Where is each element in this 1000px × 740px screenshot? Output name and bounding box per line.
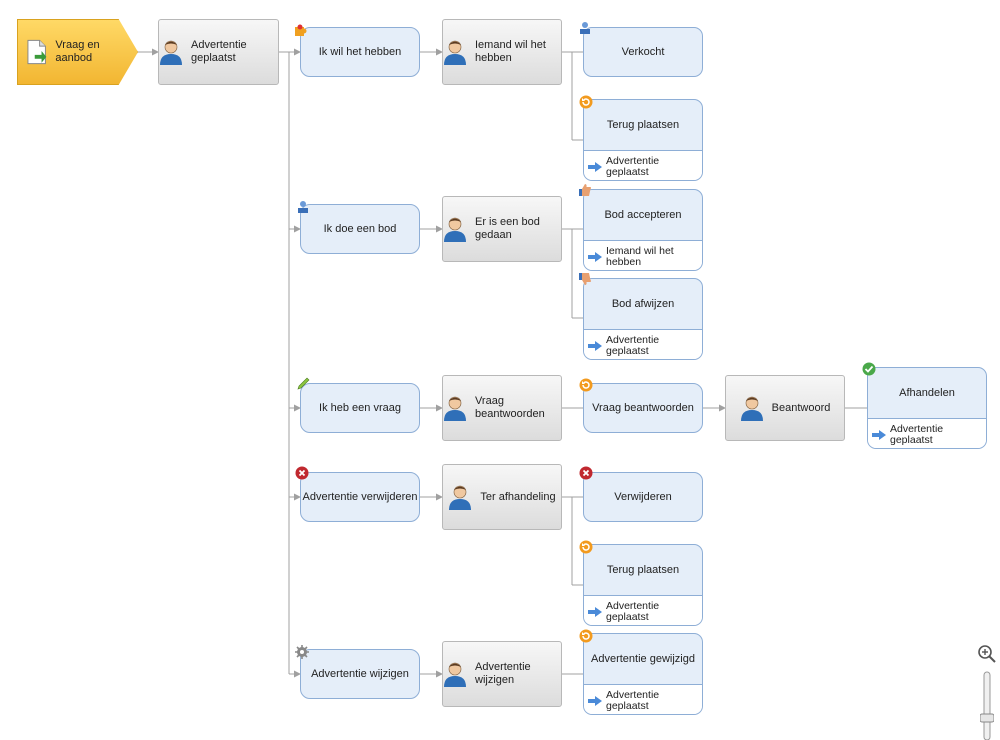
- delete-icon: [579, 466, 593, 480]
- zoom-slider-handle: [980, 713, 994, 723]
- outcome-label: Terug plaatsen: [606, 563, 680, 576]
- outcome-label: Verkocht: [621, 45, 665, 58]
- restore-icon: [579, 95, 593, 109]
- outcome-advertentie-gewijzigd[interactable]: Advertentie gewijzigd Advertentie geplaa…: [583, 633, 703, 715]
- arrow-right-icon: [588, 251, 602, 262]
- outcome-link-label: Advertentie geplaatst: [890, 422, 944, 446]
- outcome-verwijderen[interactable]: Verwijderen: [583, 472, 703, 522]
- thumbs-down-icon: [579, 273, 591, 285]
- person-icon: [740, 396, 763, 421]
- outcome-link-label: Advertentie geplaatst: [606, 154, 660, 178]
- gear-icon: [295, 645, 309, 659]
- outcome-label: Bod accepteren: [604, 208, 682, 221]
- delete-icon: [295, 466, 309, 480]
- choice-label: Ik doe een bod: [323, 222, 397, 235]
- start-node[interactable]: Vraag en aanbod: [17, 19, 138, 85]
- outcome-label: Afhandelen: [899, 386, 955, 399]
- arrow-right-icon: [588, 161, 602, 172]
- task-label: Advertentie geplaatst: [191, 39, 247, 64]
- task-advertentie-wijzigen[interactable]: Advertentie wijzigen: [442, 641, 562, 707]
- outcome-afhandelen[interactable]: Afhandelen Advertentie geplaatst: [867, 367, 987, 449]
- zoom-in-icon[interactable]: [977, 644, 997, 664]
- choice-label: Ik wil het hebben: [318, 45, 402, 58]
- outcome-link-label: Advertentie geplaatst: [606, 688, 660, 712]
- choice-ik-wil-het-hebben[interactable]: Ik wil het hebben: [300, 27, 420, 77]
- start-label: Vraag en aanbod: [55, 39, 100, 64]
- task-label: Beantwoord: [771, 401, 831, 414]
- outcome-link[interactable]: Advertentie geplaatst: [584, 595, 702, 625]
- outcome-link[interactable]: Advertentie geplaatst: [584, 684, 702, 714]
- outcome-label: Advertentie gewijzigd: [591, 652, 695, 665]
- task-advertentie-geplaatst[interactable]: Advertentie geplaatst: [158, 19, 279, 85]
- outcome-terug-plaatsen-1[interactable]: Terug plaatsen Advertentie geplaatst: [583, 99, 703, 181]
- outcome-verkocht[interactable]: Verkocht: [583, 27, 703, 77]
- outcome-link-label: Iemand wil het hebben: [606, 244, 674, 268]
- thumbs-up-icon: [579, 184, 591, 196]
- choice-label: Advertentie wijzigen: [311, 667, 409, 680]
- person-icon: [444, 217, 466, 242]
- sold-icon: [580, 22, 590, 34]
- outcome-terug-plaatsen-2[interactable]: Terug plaatsen Advertentie geplaatst: [583, 544, 703, 626]
- choice-ik-heb-een-vraag[interactable]: Ik heb een vraag: [300, 383, 420, 433]
- restore-icon: [579, 629, 593, 643]
- task-label: Er is een bod gedaan: [475, 216, 540, 241]
- restore-icon: [579, 378, 593, 392]
- outcome-label: Verwijderen: [614, 490, 672, 503]
- arrow-right-icon: [588, 606, 602, 617]
- person-icon: [444, 40, 466, 65]
- puzzle-icon: [295, 24, 307, 36]
- choice-label: Advertentie verwijderen: [302, 490, 418, 503]
- outcome-bod-afwijzen[interactable]: Bod afwijzen Advertentie geplaatst: [583, 278, 703, 360]
- bid-icon: [298, 201, 308, 213]
- arrow-right-icon: [588, 340, 602, 351]
- document-icon: [27, 39, 47, 65]
- choice-advertentie-wijzigen[interactable]: Advertentie wijzigen: [300, 649, 420, 699]
- task-ter-afhandeling[interactable]: Ter afhandeling: [442, 464, 562, 530]
- outcome-link[interactable]: Advertentie geplaatst: [868, 418, 986, 448]
- choice-vraag-beantwoorden[interactable]: Vraag beantwoorden: [583, 383, 703, 433]
- restore-icon: [579, 540, 593, 554]
- person-icon: [444, 662, 466, 687]
- task-label: Advertentie wijzigen: [475, 661, 531, 686]
- task-iemand-wil-het-hebben[interactable]: Iemand wil het hebben: [442, 19, 562, 85]
- task-beantwoord[interactable]: Beantwoord: [725, 375, 845, 441]
- choice-label: Vraag beantwoorden: [592, 401, 694, 414]
- outcome-link[interactable]: Iemand wil het hebben: [584, 240, 702, 270]
- choice-ik-doe-een-bod[interactable]: Ik doe een bod: [300, 204, 420, 254]
- outcome-link-label: Advertentie geplaatst: [606, 599, 660, 623]
- pencil-icon: [297, 377, 310, 390]
- outcome-link-label: Advertentie geplaatst: [606, 333, 660, 357]
- outcome-label: Terug plaatsen: [606, 118, 680, 131]
- person-icon: [449, 485, 472, 510]
- person-icon: [444, 396, 466, 421]
- person-icon: [160, 40, 182, 65]
- task-vraag-beantwoorden[interactable]: Vraag beantwoorden: [442, 375, 562, 441]
- task-label: Ter afhandeling: [480, 490, 556, 503]
- outcome-link[interactable]: Advertentie geplaatst: [584, 150, 702, 180]
- outcome-link[interactable]: Advertentie geplaatst: [584, 329, 702, 359]
- arrow-right-icon: [588, 695, 602, 706]
- choice-label: Ik heb een vraag: [319, 401, 401, 414]
- outcome-label: Bod afwijzen: [611, 297, 675, 310]
- outcome-bod-accepteren[interactable]: Bod accepteren Iemand wil het hebben: [583, 189, 703, 271]
- task-er-is-een-bod-gedaan[interactable]: Er is een bod gedaan: [442, 196, 562, 262]
- task-label: Vraag beantwoorden: [475, 395, 545, 420]
- arrow-right-icon: [872, 429, 886, 440]
- choice-advertentie-verwijderen[interactable]: Advertentie verwijderen: [300, 472, 420, 522]
- zoom-slider[interactable]: [980, 670, 994, 740]
- check-icon: [862, 362, 876, 376]
- task-label: Iemand wil het hebben: [475, 39, 546, 64]
